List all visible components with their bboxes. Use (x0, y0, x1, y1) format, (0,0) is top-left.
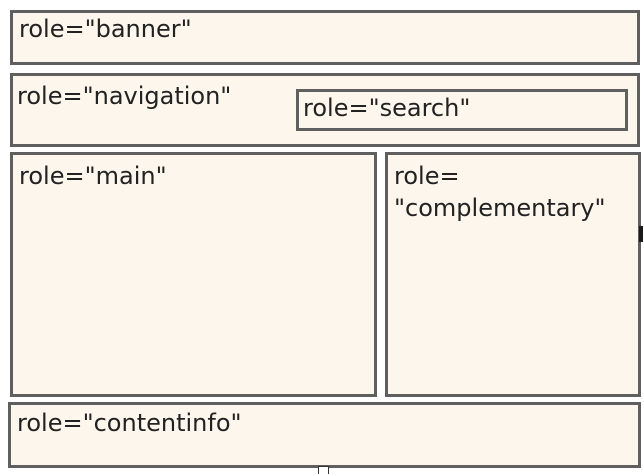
banner-region: role="banner" (10, 10, 640, 65)
search-region: role="search" (296, 89, 628, 131)
banner-label: role="banner" (19, 15, 192, 43)
search-label: role="search" (303, 94, 471, 122)
contentinfo-label: role="contentinfo" (17, 409, 242, 437)
main-label: role="main" (19, 162, 167, 190)
complementary-label-line-1: role= (394, 162, 460, 190)
navigation-label: role="navigation" (17, 82, 232, 110)
complementary-label: role= "complementary" (394, 160, 642, 224)
complementary-label-line-2: "complementary" (394, 194, 606, 222)
main-region: role="main" (10, 152, 377, 397)
complementary-region: role= "complementary" (385, 152, 641, 397)
bottom-edge-mark (318, 466, 329, 474)
contentinfo-region: role="contentinfo" (8, 402, 641, 468)
right-edge-mark (639, 226, 643, 242)
